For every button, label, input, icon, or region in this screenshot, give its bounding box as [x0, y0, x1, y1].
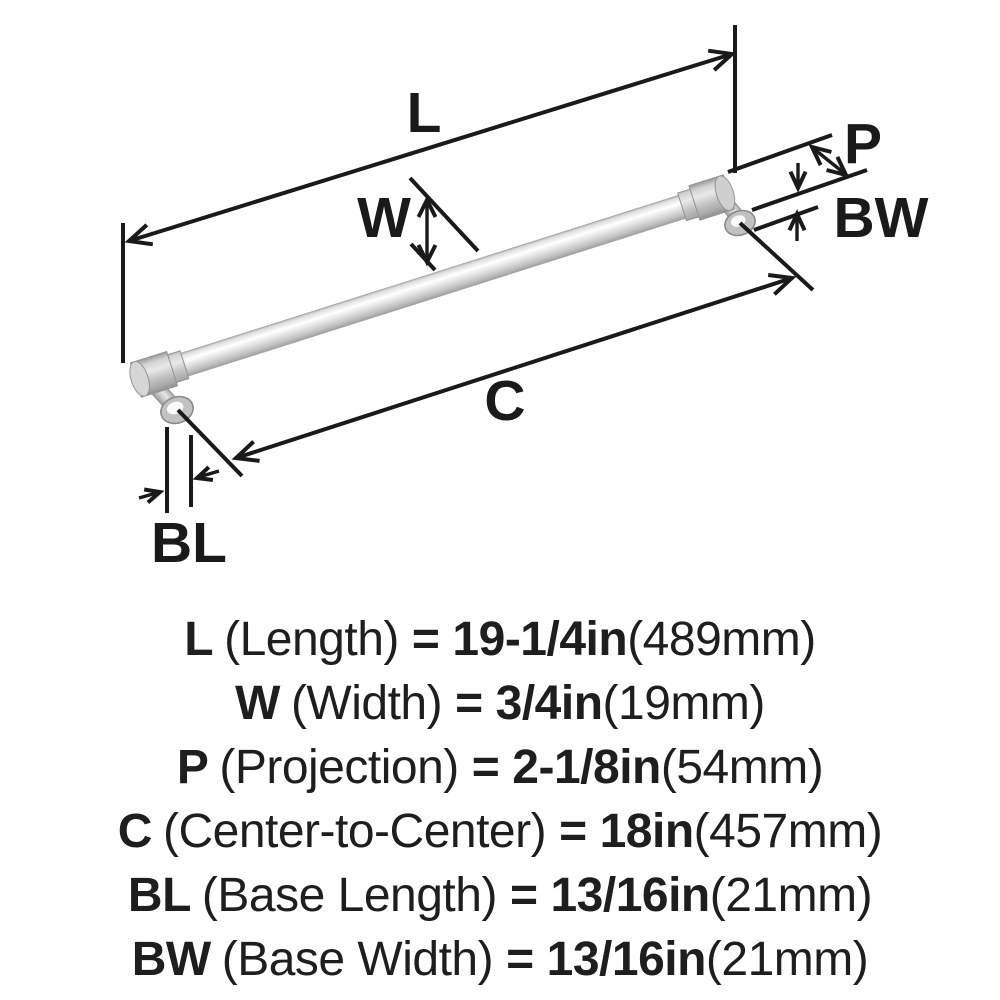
base-length-arrow-right-shaft	[138, 490, 159, 500]
spec-row-center-to-center: C (Center-to-Center) = 18in (457mm)	[0, 799, 1000, 863]
spec-name: (Length)	[224, 612, 399, 666]
base-width-line-bottom	[753, 205, 819, 232]
spec-value-mm: (457mm)	[693, 804, 883, 858]
length-arrow-right-icon	[707, 48, 737, 72]
spec-value-inch: 19-1/4in	[452, 612, 628, 666]
spec-value-mm: (54mm)	[660, 740, 824, 794]
spec-name: (Center-to-Center)	[162, 804, 547, 858]
dim-projection: P	[727, 112, 882, 212]
spec-name: (Width)	[290, 676, 443, 730]
spec-symbol: BL	[127, 868, 191, 922]
spec-value-mm: (21mm)	[709, 868, 873, 922]
spec-name: (Base Length)	[201, 868, 498, 922]
base-length-arrow-left-shaft	[198, 469, 220, 479]
spec-value-inch: 2-1/8in	[512, 740, 661, 794]
handle-bar-assembly	[129, 174, 736, 398]
c2c-tick-right	[738, 221, 815, 292]
spec-equals: =	[455, 676, 483, 730]
length-label: L	[407, 81, 442, 145]
spec-row-base-width: BW (Base Width) = 13/16in (21mm)	[0, 927, 1000, 991]
base-width-label: BW	[834, 186, 929, 250]
projection-arrow-upleft-icon	[808, 143, 832, 166]
spec-equals: =	[471, 740, 500, 794]
spec-symbol: W	[235, 676, 280, 730]
spec-name: (Base Width)	[221, 932, 494, 986]
dim-width: W	[357, 176, 480, 272]
spec-value-mm: (19mm)	[602, 676, 766, 730]
dim-center-to-center: C	[176, 221, 815, 478]
base-length-label: BL	[151, 511, 227, 575]
spec-value-inch: 13/16in	[546, 932, 707, 986]
spec-row-base-length: BL (Base Length) = 13/16in (21mm)	[0, 863, 1000, 927]
base-length-arrow-left-icon	[192, 465, 214, 482]
spec-symbol: P	[176, 740, 209, 794]
length-dimension-line	[128, 52, 733, 243]
projection-arrow-downright-icon	[826, 156, 850, 179]
width-label: W	[357, 186, 411, 250]
width-arrow-up-icon	[416, 195, 438, 218]
c2c-tick-left	[176, 408, 244, 478]
handle-diagram-svg: L W C P	[121, 25, 929, 575]
projection-arrow-shaft	[812, 147, 846, 175]
spec-value-inch: 13/16in	[550, 868, 710, 922]
c2c-dimension-line	[235, 276, 793, 460]
projection-label: P	[844, 112, 882, 176]
spec-symbol: L	[184, 612, 214, 666]
c2c-arrow-left-icon	[231, 440, 260, 463]
length-arrow-left-icon	[124, 223, 154, 247]
spec-equals: =	[411, 612, 440, 666]
dim-length: L	[121, 25, 737, 363]
right-end-cap-face	[714, 175, 736, 212]
handle-bar	[178, 193, 690, 378]
spec-row-projection: P (Projection) = 2-1/8in (54mm)	[0, 735, 1000, 799]
spec-value-mm: (489mm)	[627, 612, 816, 666]
spec-name: (Projection)	[219, 740, 459, 794]
spec-equals: =	[559, 804, 587, 858]
spec-value-inch: 18in	[599, 804, 695, 858]
width-tick-upper	[408, 176, 480, 253]
width-arrow-down-icon	[416, 244, 438, 267]
spec-value-inch: 3/4in	[495, 676, 603, 730]
projection-line-front	[727, 133, 833, 174]
spec-equals: =	[506, 932, 534, 986]
spec-symbol: BW	[131, 932, 211, 986]
dim-base-width: BW	[753, 163, 929, 250]
c2c-label: C	[484, 369, 525, 433]
left-end-cap-face	[129, 361, 150, 397]
spec-row-length: L (Length) = 19-1/4in (489mm)	[0, 607, 1000, 671]
dim-base-length: BL	[138, 427, 227, 575]
spec-symbol: C	[117, 804, 153, 858]
base-length-arrow-right-icon	[143, 487, 165, 505]
base-width-arrow-up-icon	[787, 209, 807, 232]
c2c-arrow-right-icon	[767, 273, 797, 296]
dimension-spec-table: L (Length) = 19-1/4in (489mm) W (Width) …	[0, 607, 1000, 991]
spec-row-width: W (Width) = 3/4in (19mm)	[0, 671, 1000, 735]
pull-handle	[129, 174, 756, 425]
spec-value-mm: (21mm)	[705, 932, 869, 986]
base-width-arrow-down-icon	[788, 170, 808, 193]
spec-equals: =	[509, 868, 538, 922]
